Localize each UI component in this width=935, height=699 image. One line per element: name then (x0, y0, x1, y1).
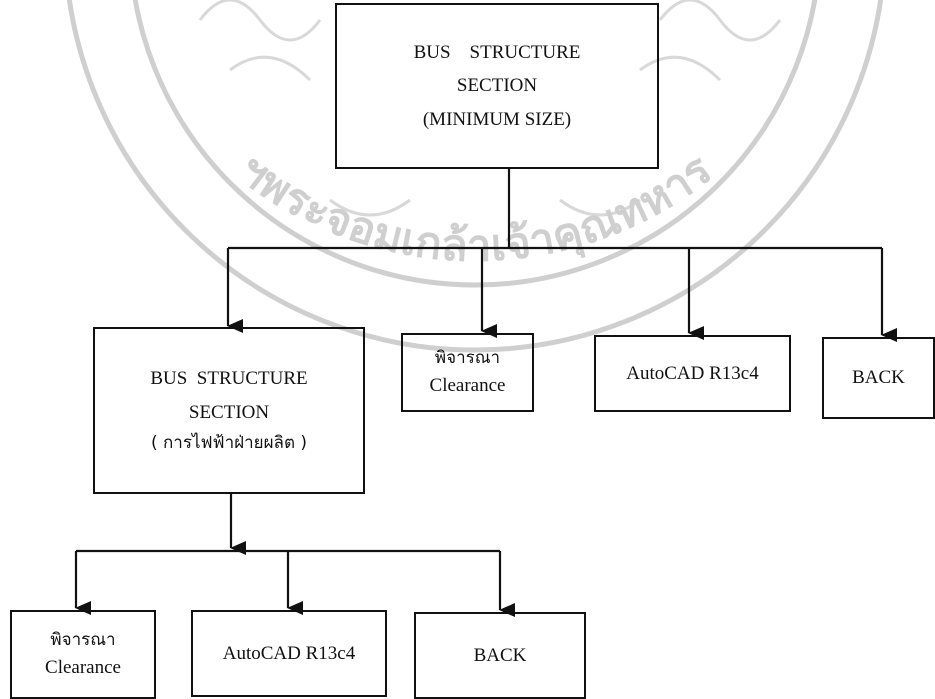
root-line-1: BUS STRUCTURE (414, 36, 581, 69)
clearance-thai-label: พิจารณา (50, 627, 115, 653)
section-line-2: SECTION (189, 396, 269, 429)
clearance-button-level1[interactable]: พิจารณา Clearance (401, 333, 534, 412)
root-node-bus-structure-minimum[interactable]: BUS STRUCTURE SECTION (MINIMUM SIZE) (335, 3, 659, 169)
section-line-3: ( การไฟฟ้าฝ่ายผลิต ) (151, 429, 307, 459)
clearance-thai-label: พิจารณา (435, 345, 500, 371)
back-label: BACK (852, 363, 905, 392)
autocad-label: AutoCAD R13c4 (223, 639, 355, 668)
autocad-button-level1[interactable]: AutoCAD R13c4 (594, 335, 791, 412)
root-line-3: (MINIMUM SIZE) (423, 103, 571, 136)
clearance-label: Clearance (430, 371, 506, 400)
back-button-level2[interactable]: BACK (414, 612, 586, 699)
autocad-button-level2[interactable]: AutoCAD R13c4 (191, 610, 387, 697)
autocad-label: AutoCAD R13c4 (626, 359, 758, 388)
clearance-label: Clearance (45, 653, 121, 682)
back-button-level1[interactable]: BACK (822, 337, 935, 419)
root-line-2: SECTION (457, 69, 537, 102)
back-label: BACK (474, 641, 527, 670)
section-node-egat[interactable]: BUS STRUCTURE SECTION ( การไฟฟ้าฝ่ายผลิต… (93, 327, 365, 494)
section-line-1: BUS STRUCTURE (150, 362, 307, 395)
clearance-button-level2[interactable]: พิจารณา Clearance (10, 610, 156, 699)
